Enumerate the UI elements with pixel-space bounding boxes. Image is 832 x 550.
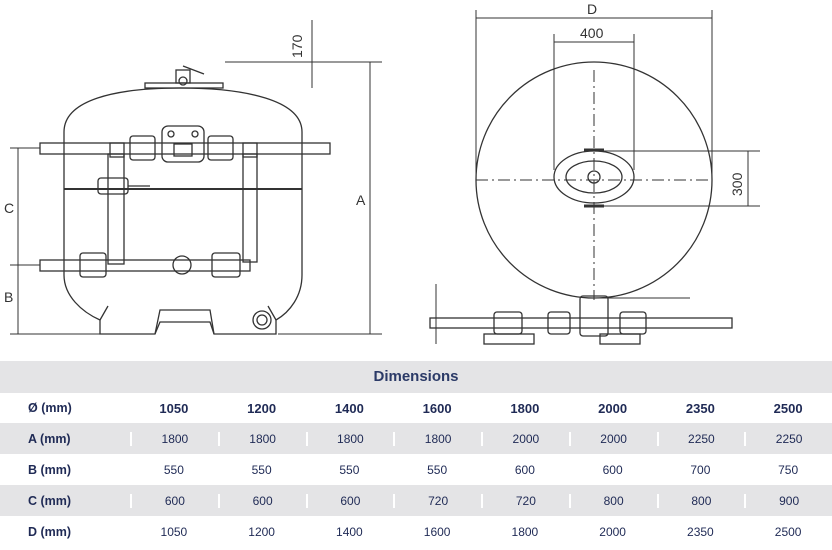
table-cell: 2000 — [568, 431, 657, 446]
table-row-c: C (mm) 600 600 600 720 720 800 800 900 — [0, 485, 832, 516]
row-label: A (mm) — [28, 431, 71, 446]
table-cell: 800 — [568, 493, 657, 508]
table-cell: 1800 — [511, 524, 539, 539]
table-cell: 2350 — [687, 524, 714, 539]
dim-label-400: 400 — [580, 25, 604, 41]
table-cell: 800 — [656, 493, 745, 508]
table-cell: 550 — [339, 462, 360, 477]
table-cell: 1050 — [160, 524, 188, 539]
header-cell: 1400 — [334, 400, 364, 416]
dimensions-table: Dimensions Ø (mm) 1050 1200 1400 1600 18… — [0, 361, 832, 547]
dim-label-b: B — [4, 289, 13, 305]
row-label: B (mm) — [28, 462, 72, 477]
table-cell: 2250 — [744, 431, 832, 446]
header-cell: 1800 — [510, 400, 540, 416]
table-cell: 600 — [602, 462, 623, 477]
top-view — [429, 61, 733, 345]
header-label: Ø (mm) — [28, 401, 72, 415]
table-cell: 2250 — [656, 431, 745, 446]
table-cell: 2000 — [599, 524, 626, 539]
table-cell: 550 — [251, 462, 272, 477]
table-cell: 600 — [130, 493, 218, 508]
table-cell: 2000 — [481, 431, 569, 446]
header-cell: 2350 — [685, 400, 715, 416]
row-label: C (mm) — [28, 493, 72, 508]
table-header-row: Ø (mm) 1050 1200 1400 1600 1800 2000 235… — [0, 393, 832, 423]
table-cell: 550 — [163, 462, 184, 477]
table-cell: 1800 — [305, 431, 394, 446]
row-label: D (mm) — [28, 524, 72, 539]
table-cell: 1800 — [217, 431, 306, 446]
table-cell: 1800 — [130, 431, 218, 446]
table-row-a: A (mm) 1800 1800 1800 1800 2000 2000 225… — [0, 423, 832, 454]
table-cell: 1800 — [393, 431, 481, 446]
table-cell: 600 — [217, 493, 306, 508]
header-cell: 1050 — [159, 400, 189, 416]
table-cell: 600 — [514, 462, 535, 477]
table-row-b: B (mm) 550 550 550 550 600 600 700 750 — [0, 454, 832, 485]
table-cell: 1200 — [248, 524, 275, 539]
table-cell: 600 — [305, 493, 394, 508]
header-cell: 2000 — [598, 400, 628, 416]
header-cell: 1200 — [247, 400, 277, 416]
dim-label-300: 300 — [729, 172, 745, 196]
dim-label-c: C — [4, 200, 14, 216]
table-cell: 700 — [690, 462, 711, 477]
tank-body-outline — [63, 87, 303, 335]
table-cell: 1400 — [336, 524, 363, 539]
table-cell: 1600 — [423, 524, 451, 539]
table-cell: 2500 — [774, 524, 802, 539]
dim-label-170: 170 — [289, 34, 305, 58]
table-cell: 720 — [393, 493, 481, 508]
table-cell: 550 — [427, 462, 448, 477]
table-cell: 720 — [481, 493, 569, 508]
dim-label-a: A — [356, 192, 366, 208]
top-dimension-lines — [435, 10, 760, 344]
table-cell: 900 — [744, 493, 832, 508]
header-cell: 1600 — [422, 400, 452, 416]
front-dimension-lines — [10, 20, 382, 335]
table-row-d: D (mm) 1050 1200 1400 1600 1800 2000 235… — [0, 516, 832, 547]
table-cell: 750 — [778, 462, 799, 477]
technical-drawing: 170 A C B D 400 300 — [4, 1, 760, 345]
dim-label-d: D — [587, 1, 597, 17]
header-cell: 2500 — [773, 400, 803, 416]
front-elevation — [39, 65, 331, 335]
table-title: Dimensions — [0, 361, 832, 393]
